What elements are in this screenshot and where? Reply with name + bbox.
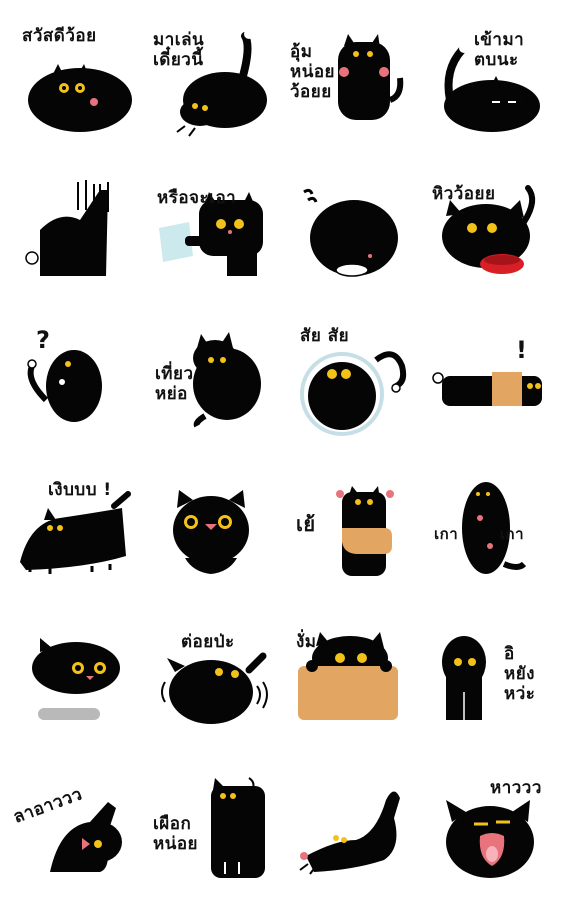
sticker-caption: เที่ยว หย่อ [155, 364, 194, 404]
cat-lying-waving-illustration [28, 64, 132, 132]
sticker-caption: เย้ [296, 512, 316, 536]
sticker-caption: อุ้ม หน่อย ว้อยย [290, 42, 335, 102]
sticker-scratch-scratch[interactable]: เกา เกา [420, 472, 554, 612]
sticker-play-now[interactable]: มาเล่น เดี๋ยวนี้ [145, 20, 279, 160]
cat-held-up-illustration [336, 486, 394, 576]
sticker-hungry[interactable]: หิวว้อยย [420, 170, 554, 310]
sticker-peek[interactable]: เผือก หน่อย [145, 772, 279, 912]
sticker-stretch[interactable] [282, 772, 416, 912]
cat-stretching-low-illustration [299, 791, 400, 875]
sticker-caption: เกา เกา [434, 525, 524, 543]
sticker-flustered[interactable]: เงิบบบ ! [10, 472, 144, 612]
sticker-caption: ! [516, 336, 528, 364]
cat-loaf-grumpy-illustration [444, 43, 540, 132]
sticker-caption: เผือก หน่อย [153, 814, 198, 854]
cat-behind-box-illustration [298, 632, 398, 720]
sticker-scratch-wall[interactable] [10, 170, 144, 310]
sticker-caption: งั่ม [296, 632, 317, 652]
cat-in-fishbowl-illustration [300, 351, 407, 436]
sticker-caption: หาววว [490, 778, 542, 798]
sticker-nom[interactable]: งั่ม [282, 622, 416, 762]
sticker-fight[interactable]: ต่อยป่ะ [145, 622, 279, 762]
sticker-floating-head[interactable] [10, 622, 144, 762]
sticker-caption: ? [36, 326, 51, 354]
sticker-hold-me[interactable]: อุ้ม หน่อย ว้อยย [282, 20, 416, 160]
sticker-caption: หิวว้อยย [432, 184, 496, 204]
sticker-caption: สัย สัย [300, 326, 350, 346]
sticker-come-slap[interactable]: เข้ามา ตบนะ [420, 20, 554, 160]
cat-upside-down-illustration [442, 636, 486, 722]
sticker-yawn[interactable]: หาววว [420, 772, 554, 912]
sticker-sleeping-ball[interactable] [282, 170, 416, 310]
cat-crouched-illustration [20, 491, 131, 574]
sticker-caption: เข้ามา ตบนะ [474, 30, 525, 70]
cat-stretching-illustration [176, 29, 267, 137]
cat-standing-arms-up-illustration [338, 34, 404, 120]
sticker-or-want-this[interactable]: หรือจะเอา [145, 170, 279, 310]
cat-with-bowl-illustration [442, 185, 536, 274]
sticker-caption: หรือจะเอา [157, 188, 237, 208]
cat-pushing-glass-illustration [159, 192, 263, 276]
cat-punching-illustration [161, 652, 268, 724]
sticker-fishbowl[interactable]: สัย สัย [282, 320, 416, 460]
sticker-trip[interactable]: เที่ยว หย่อ [145, 320, 279, 460]
sticker-caption: มาเล่น เดี๋ยวนี้ [153, 30, 205, 70]
sticker-what[interactable]: อิ หยัง หว่ะ [420, 622, 554, 762]
cat-scratching-wall-illustration [25, 180, 109, 276]
sticker-hello[interactable]: สวัสดีว้อย [10, 20, 144, 160]
cat-ball-sleeping-illustration [303, 188, 398, 277]
sticker-caption: สวัสดีว้อย [22, 26, 97, 46]
sticker-box-cat[interactable]: ! [420, 320, 554, 460]
sticker-bye[interactable]: ลาอาววว [10, 772, 144, 912]
cat-yawning-illustration [446, 800, 534, 878]
cat-cute-face-illustration [173, 490, 249, 574]
sticker-cute-face[interactable] [145, 472, 279, 612]
cat-in-tube-illustration [432, 372, 542, 406]
cat-peeking-illustration [211, 777, 265, 878]
cat-waving-bye-illustration [50, 802, 122, 872]
cat-sitting-back-illustration [193, 332, 261, 428]
sticker-yay[interactable]: เย้ [282, 472, 416, 612]
sticker-caption: เงิบบบ ! [48, 480, 112, 500]
sticker-caption: ต่อยป่ะ [181, 632, 235, 652]
cat-floating-head-illustration [32, 638, 120, 720]
cat-scratching-self-illustration [462, 482, 527, 574]
sticker-question[interactable]: ? [10, 320, 144, 460]
sticker-caption: อิ หยัง หว่ะ [504, 644, 536, 704]
cat-curled-question-illustration [27, 350, 102, 422]
